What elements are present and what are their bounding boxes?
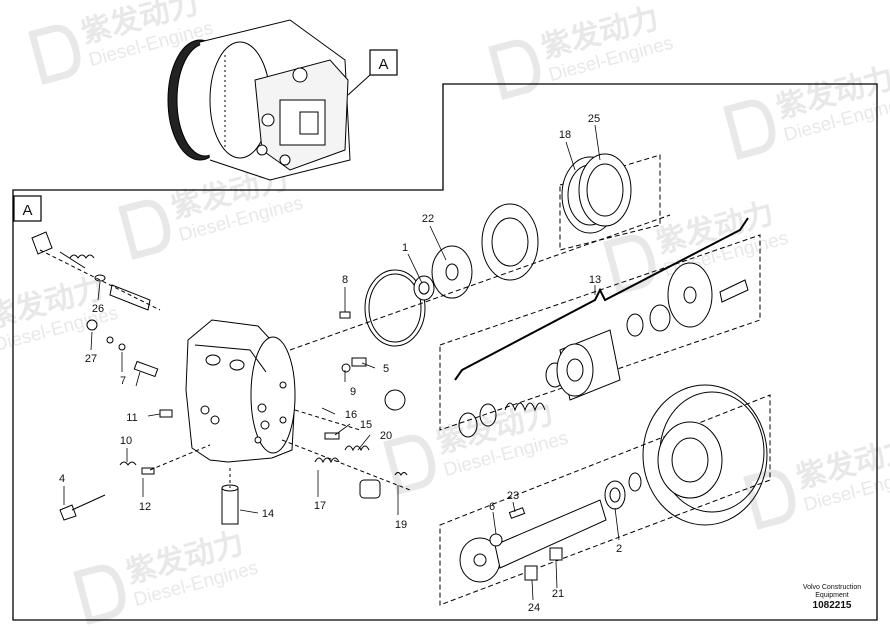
callout-22: 22: [422, 213, 434, 225]
view-label-box-top: [369, 49, 398, 76]
callout-24: 24: [528, 602, 540, 614]
main-frame: [12, 83, 878, 621]
callout-9: 9: [350, 386, 356, 398]
shaft-group: [439, 384, 771, 606]
watermark-logo-icon: [73, 564, 126, 625]
callout-7: 7: [120, 375, 126, 387]
plug-14: [221, 468, 239, 525]
watermark-logo-icon: [383, 434, 436, 495]
footer-company-sub: Equipment: [815, 592, 849, 599]
watermark-logo-icon: [603, 234, 656, 295]
callout-12: 12: [139, 501, 151, 513]
check-valve-parts: [281, 311, 411, 499]
callout-6: 6: [489, 501, 495, 513]
view-label-box-main: [13, 195, 42, 222]
callout-1: 1: [402, 242, 408, 254]
seal-and-plates: [289, 203, 671, 351]
view-label-leader: [347, 74, 371, 96]
watermark-logo-icon: [118, 199, 171, 260]
callout-23: 23: [507, 490, 519, 502]
callout-13: 13: [589, 274, 601, 286]
callout-15: 15: [360, 419, 372, 431]
callout-5: 5: [383, 363, 389, 375]
callout-11: 11: [126, 412, 137, 424]
watermark-logo-icon: [28, 24, 81, 85]
watermark-logo-icon: [488, 39, 541, 100]
relief-valve-parts: [31, 231, 211, 521]
callout-14: 14: [262, 508, 274, 520]
watermark-logo-icon: [743, 469, 796, 530]
callout-26: 26: [92, 303, 104, 315]
callout-10: 10: [120, 435, 132, 447]
callout-labels: 1 2 4 5 6 7 8 9 10 11 12 13 14 15 16 17 …: [59, 113, 622, 614]
brake-plates: [559, 153, 661, 251]
callout-16: 16: [345, 409, 357, 421]
callout-2: 2: [616, 543, 622, 555]
callout-27: 27: [85, 353, 97, 365]
watermark-logo-icon: [723, 99, 776, 160]
callout-17: 17: [314, 500, 326, 512]
callout-21: 21: [552, 588, 564, 600]
footer-company: Volvo Construction: [802, 584, 862, 591]
callout-18: 18: [559, 129, 571, 141]
view-label-main: A: [22, 202, 32, 219]
leader-lines: [63, 124, 620, 601]
view-label-top: A: [378, 56, 388, 73]
rotor-group: [439, 234, 761, 438]
travel-motor-overview: [167, 19, 351, 181]
callout-8: 8: [342, 274, 348, 286]
callout-20: 20: [380, 430, 392, 442]
callout-25: 25: [588, 113, 600, 125]
callout-4: 4: [59, 473, 65, 485]
callout-19: 19: [395, 519, 407, 531]
footer-drawing-code: 1082215: [812, 600, 852, 611]
valve-housing: [185, 319, 296, 463]
